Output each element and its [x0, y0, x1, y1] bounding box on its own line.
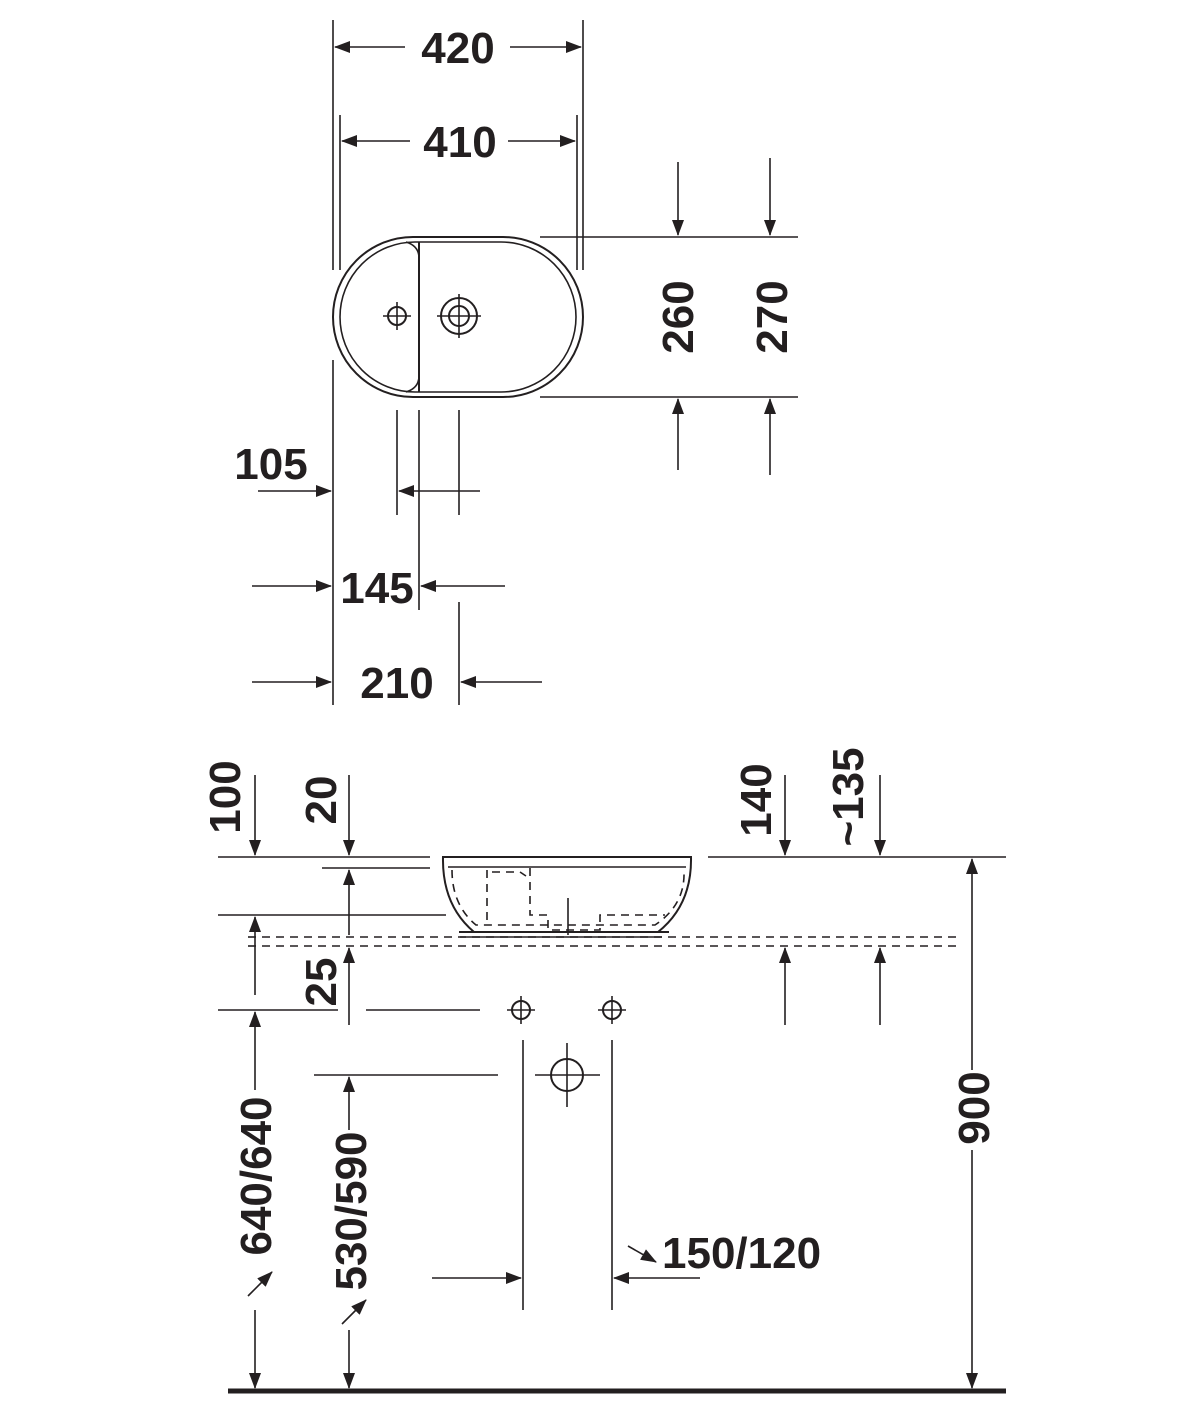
dim-height-25: 25 [297, 958, 346, 1007]
dim-offset-105: 105 [234, 440, 307, 489]
water-supply-left-symbol [507, 996, 535, 1024]
basin-profile [441, 856, 693, 938]
dim-offset-145: 145 [340, 564, 413, 613]
top-view: 420 410 260 270 105 145 210 [234, 20, 798, 708]
dim-width-inner: 410 [423, 118, 496, 167]
tap-hole-symbol [383, 302, 411, 330]
dim-height-135: ~135 [824, 747, 873, 846]
waste-pipe-symbol [535, 1043, 600, 1107]
dim-width-outer: 420 [421, 24, 494, 73]
dim-height-900: 900 [950, 1071, 999, 1144]
dim-waste-height: 530/590 [327, 1131, 376, 1290]
basin-outline-outer [332, 236, 584, 398]
basin-outline-inner [339, 241, 577, 393]
dim-depth-outer: 270 [748, 280, 797, 353]
dim-depth-inner: 260 [654, 280, 703, 353]
dim-supply-spacing: 150/120 [662, 1229, 821, 1278]
waste-outlet-symbol [437, 294, 481, 338]
water-supply-right-symbol [598, 996, 626, 1024]
dim-height-20: 20 [297, 776, 346, 825]
front-view: 100 20 25 140 ~135 900 640/640 530/590 [201, 747, 1006, 1394]
dim-offset-210: 210 [360, 659, 433, 708]
dim-supply-height: 640/640 [232, 1096, 281, 1255]
dim-height-100: 100 [201, 760, 250, 833]
dim-height-140: 140 [732, 763, 781, 836]
